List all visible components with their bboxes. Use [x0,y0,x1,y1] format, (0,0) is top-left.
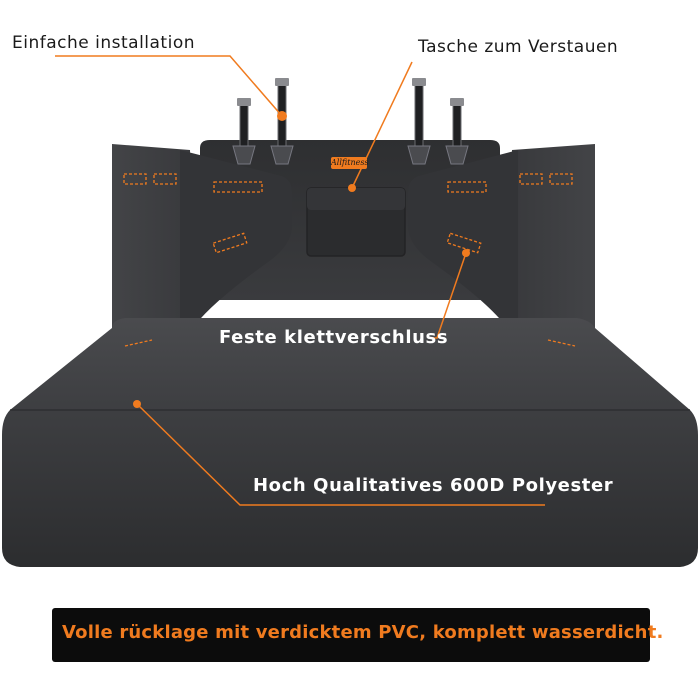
label-installation: Einfache installation [12,33,195,53]
right-side-flap [508,144,595,332]
banner-text: Volle rücklage mit verdicktem PVC, kompl… [62,622,664,643]
label-velcro: Feste klettverschluss [219,327,449,348]
brand-logo: Allfitness [331,157,369,169]
callout-dots [133,111,470,408]
left-inner-panel [180,150,292,325]
right-inner-panel [408,150,518,325]
label-storage-pocket: Tasche zum Verstauen [418,37,619,57]
storage-pocket-flap [307,188,405,210]
velcro-patches [123,173,576,347]
strap-buckles [237,78,464,106]
bottom-banner: Volle rücklage mit verdicktem PVC, kompl… [52,608,663,662]
label-material: Hoch Qualitatives 600D Polyester [253,475,614,496]
strap-anchors [232,145,469,165]
left-side-flap [112,144,196,332]
floor-cover [2,318,698,567]
